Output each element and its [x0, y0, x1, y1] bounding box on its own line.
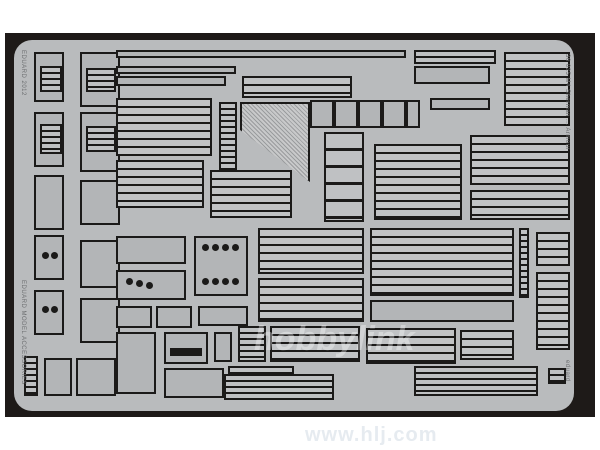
lower-box-3 [198, 306, 248, 326]
right-bottom-text: eduard [564, 360, 570, 382]
left-edge-text: EDUARD 2012 [20, 50, 26, 96]
left-part-2-inner [86, 68, 116, 92]
photo-etch-fret: EDUARD 2012 EDUARD MODEL ACCESSORIES [14, 40, 574, 411]
zigzag-part [214, 332, 232, 362]
vertical-strip [219, 102, 237, 172]
hole [232, 278, 239, 285]
hole [126, 278, 133, 285]
lower-box-5 [164, 368, 224, 398]
bolt-parts-left [116, 236, 186, 264]
right-lower-panel-1 [536, 232, 570, 266]
watermark-url: www.hlj.com [305, 424, 438, 446]
upper-right-strip [414, 50, 496, 64]
left-part-8 [80, 240, 120, 288]
left-part-13 [76, 358, 116, 396]
left-bottom-text: EDUARD MODEL ACCESSORIES [20, 280, 26, 385]
left-part-3-inner [40, 124, 62, 154]
bottom-small-part [548, 368, 566, 384]
hole [42, 252, 49, 259]
left-part-12 [44, 358, 72, 396]
lower-box-2 [156, 306, 192, 328]
right-narrow-strip [519, 228, 529, 298]
slot [170, 348, 202, 356]
hole [42, 306, 49, 313]
hole [222, 278, 229, 285]
hole [202, 244, 209, 251]
lower-right-panel-1 [366, 328, 456, 364]
hole [202, 278, 209, 285]
right-slat-panel-2 [470, 190, 570, 220]
left-part-1-inner [40, 66, 62, 92]
right-lower-panel-2 [536, 272, 570, 350]
center-panel-bar [370, 300, 514, 322]
left-part-6 [80, 180, 120, 225]
hole [51, 306, 58, 313]
bottom-strips-2 [414, 366, 538, 396]
lower-panel [270, 326, 360, 362]
bottom-strips-1 [224, 374, 334, 400]
upper-right-connector [430, 98, 490, 110]
right-stack-panels [504, 52, 570, 126]
mid-box-column [324, 132, 364, 222]
bolt-parts-row [310, 100, 420, 128]
top-strip-block [242, 76, 352, 98]
small-grille [238, 326, 266, 362]
slat-panel-1 [116, 98, 212, 156]
hole [51, 252, 58, 259]
hole [136, 280, 143, 287]
left-part-7 [34, 235, 64, 280]
top-strip-2 [116, 66, 236, 74]
center-panel-3 [370, 228, 514, 296]
watermark-logo: hobbylink [254, 320, 415, 358]
hole [212, 278, 219, 285]
grille-panel [210, 170, 292, 218]
right-edge-text: 36 025 M4 Sherman ... Armour [564, 54, 570, 151]
lower-box-1 [116, 306, 152, 328]
top-strip-1 [116, 50, 406, 58]
center-panel-1 [258, 228, 364, 274]
lower-box-4 [116, 332, 156, 394]
center-panel-2 [258, 278, 364, 322]
left-part-5 [34, 175, 64, 230]
lower-right-panel-2 [460, 330, 514, 360]
hole [212, 244, 219, 251]
left-part-9 [34, 290, 64, 335]
left-part-4-inner [86, 126, 116, 152]
left-part-11 [24, 356, 38, 396]
hole [222, 244, 229, 251]
top-strip-3 [116, 76, 226, 86]
hole [146, 282, 153, 289]
upper-right-block [414, 66, 490, 84]
left-part-10 [80, 298, 120, 343]
center-slat-panel [374, 144, 462, 220]
hole [232, 244, 239, 251]
slat-panel-2 [116, 160, 204, 208]
right-slat-panel [470, 135, 570, 185]
